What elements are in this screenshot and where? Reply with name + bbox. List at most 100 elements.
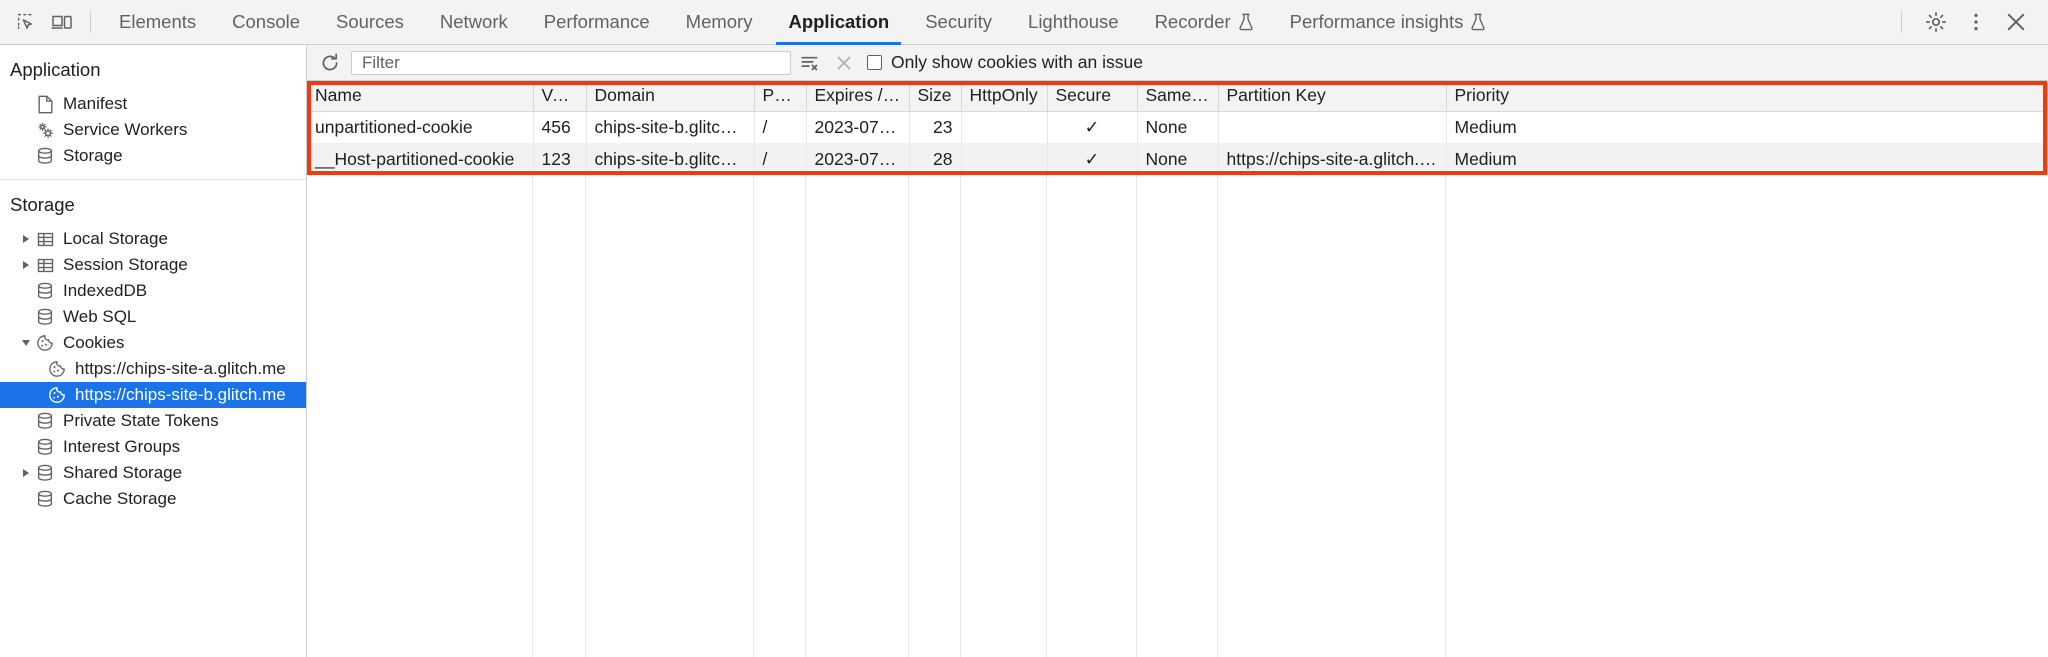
gears-icon (34, 121, 56, 140)
tab-label: Security (925, 11, 993, 32)
cookies-table: Name Value Domain Path Expires / M… Size… (307, 81, 2048, 175)
clear-filter-icon[interactable] (795, 48, 825, 78)
tab-performance[interactable]: Performance (526, 0, 668, 45)
sidebar-item-storage[interactable]: Storage (0, 143, 306, 169)
cell-value[interactable]: 123 (533, 143, 587, 175)
cell-domain[interactable]: chips-site-b.glitch.me (586, 111, 755, 143)
cell-path[interactable]: / (754, 111, 807, 143)
cell-value[interactable]: 456 (533, 111, 587, 143)
sidebar-item-service-workers[interactable]: Service Workers (0, 117, 306, 143)
cell-partition-key[interactable]: https://chips-site-a.glitch.me (1218, 143, 1447, 175)
disclosure-arrow-closed[interactable] (18, 235, 34, 243)
sidebar-item-shared-storage[interactable]: Shared Storage (0, 460, 306, 486)
cell-secure[interactable]: ✓ (1047, 143, 1138, 175)
sidebar-item-cache-storage[interactable]: Cache Storage (0, 486, 306, 512)
disclosure-arrow-closed[interactable] (18, 469, 34, 477)
cell-httponly[interactable] (961, 143, 1048, 175)
cookie-icon (46, 360, 68, 378)
database-icon (34, 282, 56, 300)
cell-priority[interactable]: Medium (1446, 111, 2048, 143)
column-header-priority[interactable]: Priority (1446, 81, 2048, 112)
more-vertical-icon[interactable] (1956, 2, 1996, 42)
tabbar-actions (1895, 2, 2048, 42)
column-header-expires[interactable]: Expires / M… (806, 81, 910, 112)
column-header-value[interactable]: Value (533, 81, 587, 112)
cell-samesite[interactable]: None (1137, 143, 1219, 175)
sidebar-section-title: Storage (10, 194, 75, 215)
sidebar-item-private-state-tokens[interactable]: Private State Tokens (0, 408, 306, 434)
cookies-toolbar: Only show cookies with an issue (307, 45, 2048, 81)
experiment-flask-icon (1238, 13, 1254, 31)
actions-divider (1901, 11, 1902, 33)
tab-memory[interactable]: Memory (668, 0, 771, 45)
disclosure-arrow-open[interactable] (18, 339, 34, 347)
close-icon[interactable] (1996, 2, 2036, 42)
column-header-path[interactable]: Path (754, 81, 807, 112)
refresh-icon[interactable] (315, 48, 345, 78)
checkbox-box[interactable] (867, 55, 882, 70)
tab-label: Performance (543, 11, 650, 32)
sidebar-item-local-storage[interactable]: Local Storage (0, 226, 306, 252)
table-icon (34, 257, 56, 274)
tab-console[interactable]: Console (214, 0, 318, 45)
gear-icon[interactable] (1916, 2, 1956, 42)
clear-all-icon[interactable] (829, 48, 859, 78)
tab-network[interactable]: Network (422, 0, 526, 45)
filter-box[interactable] (351, 50, 791, 75)
tab-label: Elements (119, 11, 197, 32)
sidebar-section-application: Application Manifest (0, 45, 306, 179)
sidebar-item-cookies[interactable]: Cookies (0, 330, 306, 356)
tab-elements[interactable]: Elements (101, 0, 214, 45)
column-header-httponly[interactable]: HttpOnly (961, 81, 1048, 112)
cell-name[interactable]: __Host-partitioned-cookie (307, 143, 534, 175)
inspect-element-icon[interactable] (8, 4, 44, 40)
cookies-view: Only show cookies with an issue Name Val… (307, 45, 2048, 657)
application-sidebar: Application Manifest (0, 45, 307, 657)
cell-expires[interactable]: 2023-07-07… (806, 143, 910, 175)
cell-secure[interactable]: ✓ (1047, 111, 1138, 143)
cell-samesite[interactable]: None (1137, 111, 1219, 143)
column-header-secure[interactable]: Secure (1047, 81, 1138, 112)
table-row[interactable]: unpartitioned-cookie 456 chips-site-b.gl… (307, 111, 2048, 143)
only-show-issues-checkbox[interactable]: Only show cookies with an issue (867, 52, 1143, 73)
sidebar-item-cookies-site-b[interactable]: https://chips-site-b.glitch.me (0, 382, 306, 408)
filter-input[interactable] (360, 51, 782, 74)
database-icon (34, 490, 56, 508)
application-panel: Application Manifest (0, 45, 2048, 657)
column-header-partition-key[interactable]: Partition Key (1218, 81, 1447, 112)
device-toolbar-icon[interactable] (44, 4, 80, 40)
sidebar-item-interest-groups[interactable]: Interest Groups (0, 434, 306, 460)
sidebar-item-session-storage[interactable]: Session Storage (0, 252, 306, 278)
cell-partition-key[interactable] (1218, 111, 1447, 143)
tab-recorder[interactable]: Recorder (1137, 0, 1272, 45)
cell-name[interactable]: unpartitioned-cookie (307, 111, 534, 143)
sidebar-item-web-sql[interactable]: Web SQL (0, 304, 306, 330)
sidebar-item-label: Web SQL (63, 307, 137, 326)
tab-application[interactable]: Application (770, 0, 907, 45)
database-icon (34, 147, 56, 165)
tab-label: Application (788, 11, 890, 32)
sidebar-item-manifest[interactable]: Manifest (0, 91, 306, 117)
column-header-name[interactable]: Name (307, 81, 534, 112)
tab-security[interactable]: Security (907, 0, 1010, 45)
column-header-size[interactable]: Size (909, 81, 962, 112)
sidebar-item-cookies-site-a[interactable]: https://chips-site-a.glitch.me (0, 356, 306, 382)
cell-size[interactable]: 23 (909, 111, 962, 143)
disclosure-arrow-closed[interactable] (18, 261, 34, 269)
column-header-domain[interactable]: Domain (586, 81, 755, 112)
cell-size[interactable]: 28 (909, 143, 962, 175)
devtools-tabbar: Elements Console Sources Network Perform… (0, 0, 2048, 45)
cell-priority[interactable]: Medium (1446, 143, 2048, 175)
sidebar-item-label: Cache Storage (63, 489, 177, 508)
tab-performance-insights[interactable]: Performance insights (1272, 0, 1505, 45)
column-header-samesite[interactable]: SameSite (1137, 81, 1219, 112)
cell-expires[interactable]: 2023-07-07… (806, 111, 910, 143)
cell-httponly[interactable] (961, 111, 1048, 143)
tab-lighthouse[interactable]: Lighthouse (1010, 0, 1137, 45)
cell-path[interactable]: / (754, 143, 807, 175)
table-row[interactable]: __Host-partitioned-cookie 123 chips-site… (307, 143, 2048, 175)
cell-domain[interactable]: chips-site-b.glitch.me (586, 143, 755, 175)
cookies-datagrid[interactable]: Name Value Domain Path Expires / M… Size… (307, 81, 2048, 657)
sidebar-item-indexeddb[interactable]: IndexedDB (0, 278, 306, 304)
tab-sources[interactable]: Sources (318, 0, 422, 45)
